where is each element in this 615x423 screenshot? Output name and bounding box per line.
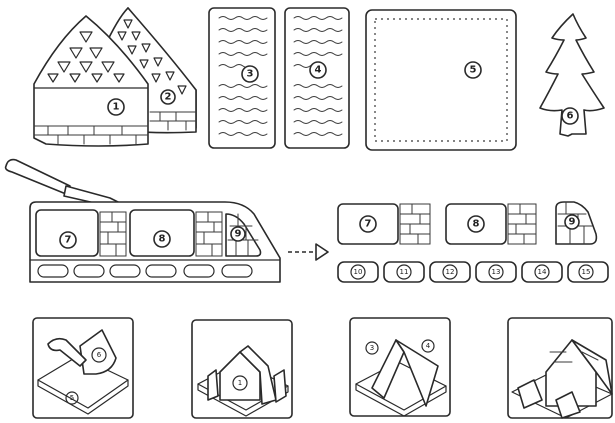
label-small-12: 12: [446, 268, 455, 276]
tree-piece-6: 6: [540, 14, 604, 136]
label-small-14: 14: [538, 268, 547, 276]
label-step-2-a: 1: [238, 379, 242, 387]
label-step-3-b: 4: [426, 342, 431, 350]
label-small-13: 13: [492, 268, 501, 276]
roof-panel-piece-4: 4: [285, 8, 349, 148]
label-piece-6: 6: [567, 111, 574, 122]
label-step-3-a: 3: [370, 344, 374, 352]
label-cut-9: 9: [235, 229, 242, 240]
label-piece-7: 7: [365, 219, 372, 230]
label-cut-7: 7: [65, 235, 72, 246]
label-step-1-a: 6: [97, 351, 102, 359]
assembly-step-1: 6 5: [33, 318, 133, 418]
label-small-10: 10: [354, 268, 363, 276]
label-step-1-b: 5: [70, 394, 74, 402]
label-cut-8: 8: [159, 234, 166, 245]
small-pieces-row: 10 11 12 13 14 15: [338, 262, 608, 282]
label-piece-3: 3: [247, 69, 254, 80]
cut-piece-8: 8: [446, 204, 536, 244]
cut-sheet: 7 8 9: [30, 202, 280, 282]
assembly-step-4: [508, 318, 612, 418]
label-piece-9: 9: [569, 217, 576, 228]
roof-panel-piece-3: 3: [209, 8, 275, 148]
assembly-step-3: 3 4: [350, 318, 450, 416]
base-board-piece-5: 5: [366, 10, 516, 150]
label-piece-5: 5: [470, 65, 477, 76]
label-small-15: 15: [582, 268, 591, 276]
label-piece-1: 1: [113, 102, 120, 113]
cut-piece-7: 7: [338, 204, 430, 244]
assembly-step-2: 1: [192, 320, 292, 418]
label-piece-2: 2: [165, 92, 172, 103]
label-small-11: 11: [400, 268, 409, 276]
label-piece-4: 4: [315, 65, 322, 76]
arrow-right-icon: [288, 244, 328, 260]
cut-piece-9: 9: [556, 202, 596, 244]
knife-icon: [6, 160, 130, 208]
label-piece-8: 8: [473, 219, 480, 230]
